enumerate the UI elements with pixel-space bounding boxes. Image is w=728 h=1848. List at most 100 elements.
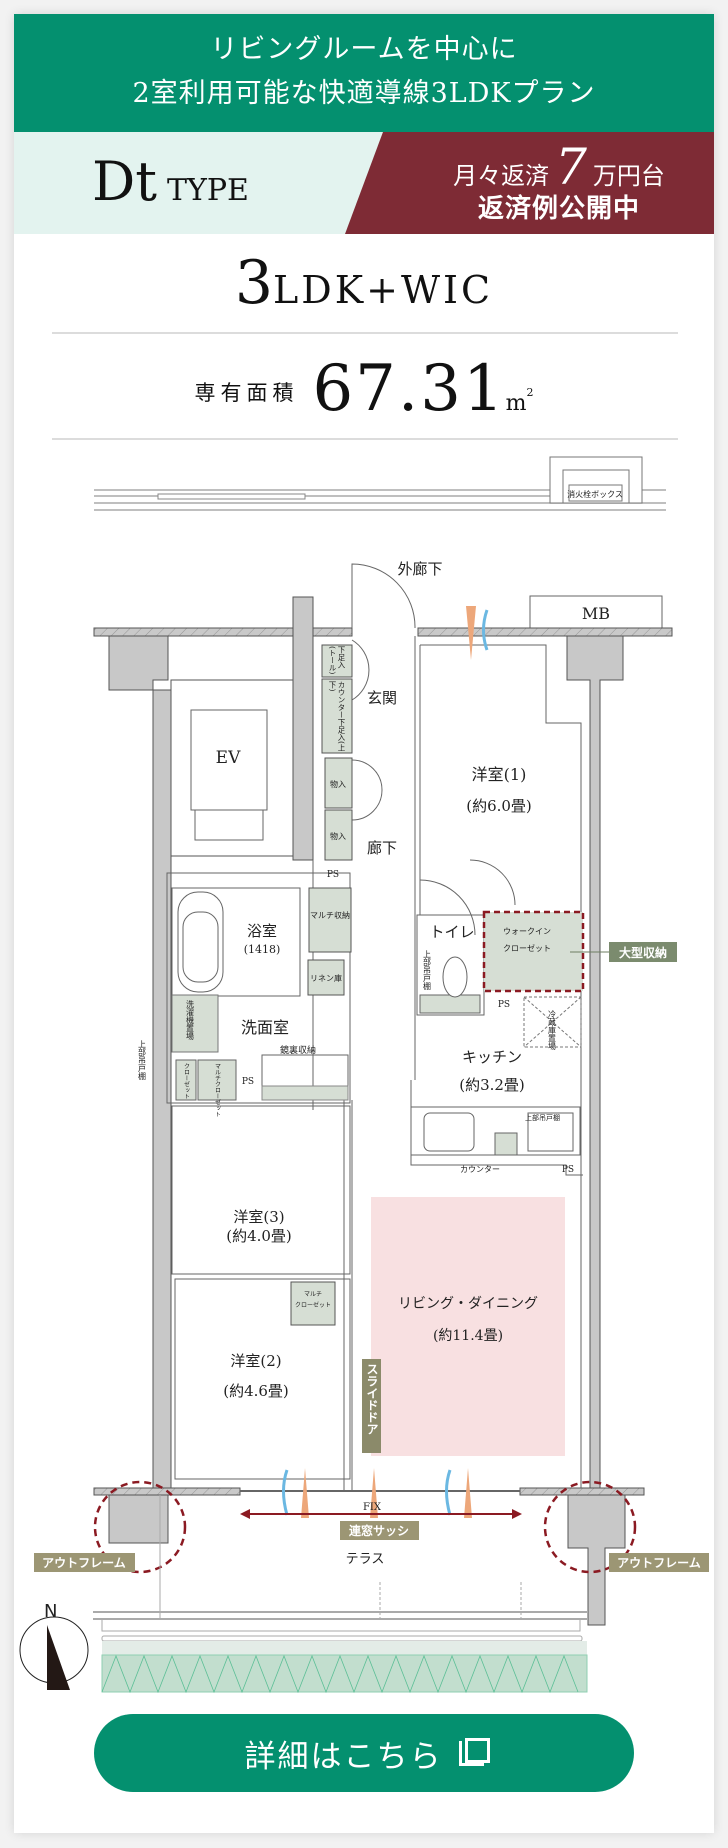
- type-name: Dt: [92, 150, 157, 213]
- svg-text:ウォークイン: ウォークイン: [503, 927, 551, 936]
- multi-closet: マルチ クローゼット: [290, 1281, 336, 1326]
- type-suffix: TYPE: [167, 173, 249, 208]
- area-unit-sup: 2: [526, 386, 534, 399]
- multi-storage: マルチ収納: [308, 887, 352, 953]
- label-entrance: 玄関: [367, 689, 397, 707]
- svg-text:マルチクローゼット: マルチクローゼット: [214, 1063, 221, 1117]
- headline-line1: リビングルームを中心に: [210, 34, 518, 65]
- area-label: 専有面積: [194, 381, 299, 405]
- layout-rest: LDK+WIC: [273, 268, 494, 312]
- elevator: EV: [190, 709, 268, 841]
- svg-text:アウトフレーム: アウトフレーム: [617, 1556, 701, 1570]
- label-hallway: 廊下: [367, 839, 397, 857]
- svg-text:マルチ: マルチ: [304, 1291, 322, 1298]
- washroom-closets: クローゼット マルチクローゼット: [175, 1059, 237, 1117]
- label-shoe-tall: 下足入(トール): [328, 646, 346, 675]
- svg-text:浴室: 浴室: [247, 922, 277, 940]
- repay-prefix: 月々返済: [453, 162, 550, 190]
- entry-storage: 下足入(トール) カウンター下足入(上下) 物入 物入: [321, 644, 353, 861]
- outframe-circle-right: [543, 1480, 637, 1574]
- outframe-tag-left: アウトフレーム: [34, 1553, 135, 1572]
- label-bedroom3: 洋室(3): [233, 1208, 284, 1226]
- entrance-door: [351, 563, 416, 629]
- outframe-tag-right: アウトフレーム: [609, 1553, 709, 1572]
- svg-text:リネン庫: リネン庫: [310, 973, 342, 983]
- large-storage-tag: 大型収納: [570, 942, 677, 962]
- label-bedroom2: 洋室(2): [230, 1352, 281, 1370]
- label-bedroom1: 洋室(1): [472, 765, 527, 784]
- details-button[interactable]: 詳細はこちら: [94, 1714, 634, 1792]
- label-bedroom1-size: (約6.0畳): [466, 797, 532, 815]
- svg-text:MB: MB: [582, 604, 610, 623]
- svg-text:スライドドア: スライドドア: [365, 1363, 379, 1435]
- washer-space: 洗濯機置場: [171, 994, 219, 1053]
- svg-text:(1418): (1418): [244, 943, 281, 956]
- bathroom: 浴室 (1418): [171, 887, 301, 997]
- headline-line2: 2室利用可能な快適導線3LDKプラン: [132, 78, 596, 109]
- svg-text:上部吊戸棚: 上部吊戸棚: [423, 950, 432, 991]
- svg-text:物入: 物入: [330, 831, 346, 841]
- slide-door-tag: スライドドア: [362, 1359, 381, 1453]
- ventilation-icons: [282, 606, 489, 1518]
- label-upper-cabinet: 上部吊戸棚: [138, 1040, 147, 1081]
- layout-name: 3LDK+WIC: [0, 248, 728, 318]
- outframe-circle-left: [93, 1480, 187, 1574]
- walk-in-closet: ウォークイン クローゼット: [482, 910, 585, 993]
- terrace-railing: [93, 1495, 588, 1694]
- walls: [93, 596, 673, 1626]
- label-washroom: 洗面室: [241, 1018, 289, 1037]
- repay-number: 7: [555, 138, 587, 196]
- repayment-banner: [345, 132, 714, 234]
- repay-suffix: 万円台: [592, 162, 665, 190]
- svg-text:大型収納: 大型収納: [619, 945, 667, 960]
- label-living: リビング・ダイニング: [398, 1296, 538, 1312]
- label-ps: PS: [327, 870, 339, 880]
- svg-text:クローゼット: クローゼット: [183, 1063, 190, 1099]
- mb: MB: [529, 595, 663, 629]
- label-kitchen-size: (約3.2畳): [459, 1076, 525, 1094]
- area-unit: m: [505, 391, 527, 416]
- label-fix: FIX: [363, 1502, 382, 1513]
- divider: [52, 332, 678, 334]
- svg-text:洗濯機置場: 洗濯機置場: [186, 999, 195, 1041]
- headline: リビングルームを中心に 2室利用可能な快適導線3LDKプラン: [14, 14, 714, 132]
- svg-text:上部吊戸棚: 上部吊戸棚: [525, 1113, 560, 1122]
- label-bedroom2-size: (約4.6畳): [223, 1382, 289, 1400]
- fridge-space: 冷蔵庫置場: [523, 996, 582, 1051]
- north-compass-icon: N: [19, 1601, 89, 1690]
- svg-text:アウトフレーム: アウトフレーム: [42, 1556, 126, 1570]
- hydrant-box: 消火栓ボックス: [549, 456, 643, 504]
- sash-tag: 連窓サッシ: [340, 1521, 419, 1540]
- toilet-room: トイレ 上部吊戸棚: [416, 914, 485, 1016]
- label-ps: PS: [242, 1077, 254, 1087]
- layout-number: 3: [234, 248, 274, 318]
- repay-line2: 返済例公開中: [477, 194, 640, 224]
- svg-text:マルチ収納: マルチ収納: [310, 910, 350, 920]
- kitchen-counter: 上部吊戸棚 カウンター: [410, 1106, 581, 1174]
- svg-text:鏡裏収納: 鏡裏収納: [280, 1044, 316, 1056]
- svg-text:物入: 物入: [330, 779, 346, 789]
- label-terrace: テラス: [346, 1552, 385, 1567]
- label-bedroom3-size: (約4.0畳): [226, 1227, 292, 1245]
- label-kitchen: キッチン: [462, 1048, 522, 1066]
- label-living-size: (約11.4畳): [433, 1328, 503, 1344]
- svg-text:クローゼット: クローゼット: [503, 943, 551, 953]
- type-title: Dt TYPE: [92, 150, 249, 213]
- svg-text:連窓サッシ: 連窓サッシ: [349, 1523, 409, 1538]
- linen-closet: リネン庫: [307, 959, 345, 996]
- svg-text:カウンター: カウンター: [460, 1165, 500, 1174]
- living-dining-area: [371, 1197, 565, 1456]
- label-shoe-counter: カウンター下足入(上下): [328, 681, 346, 752]
- external-window-icon: [458, 1737, 490, 1766]
- floor-area: 専有面積 67.31m2: [0, 352, 728, 426]
- svg-text:トイレ: トイレ: [429, 923, 474, 941]
- sash-arrow: [240, 1509, 522, 1519]
- divider: [52, 438, 678, 440]
- label-ps: PS: [562, 1165, 574, 1175]
- area-value: 67.31: [312, 352, 506, 426]
- mirror-storage: 鏡裏収納: [261, 1044, 349, 1101]
- svg-text:消火栓ボックス: 消火栓ボックス: [567, 489, 623, 499]
